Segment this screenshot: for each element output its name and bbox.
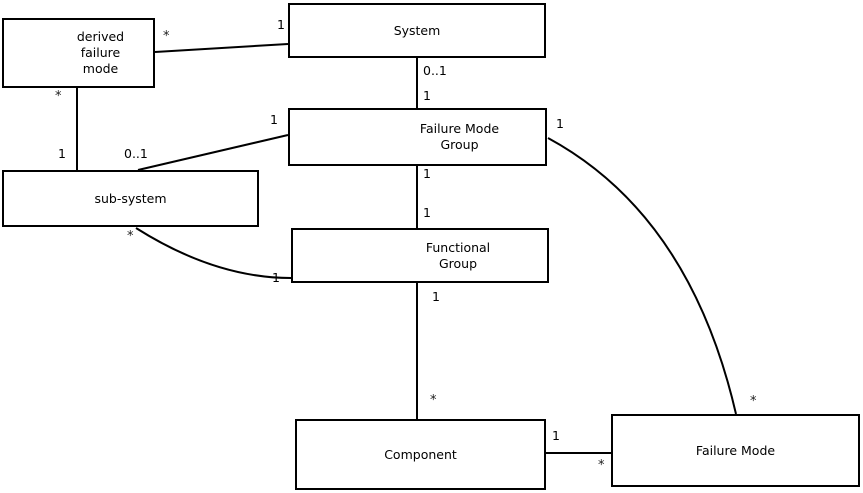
multiplicity-dfm-to-system-source: *	[163, 29, 170, 44]
multiplicity-dfm-to-system-target: 1	[277, 17, 285, 32]
multiplicity-system-to-fmg-target: 1	[423, 88, 431, 103]
association-line-sub-system--failure-mode-group[interactable]	[137, 134, 289, 171]
multiplicity-subsystem-to-fmg-source: 0..1	[124, 146, 148, 161]
class-box-label-derived-failure-mode: derived failure mode	[76, 29, 125, 76]
multiplicity-system-to-fmg-source: 0..1	[423, 63, 447, 78]
multiplicity-dfm-to-subsystem-source: *	[55, 89, 62, 104]
association-line-derived-failure-mode--system[interactable]	[154, 43, 289, 53]
multiplicity-fmg-to-fg-target: 1	[423, 205, 431, 220]
class-box-component[interactable]: Component	[295, 419, 546, 490]
multiplicity-fmg-to-fm-target: *	[750, 394, 757, 409]
multiplicity-fg-to-component-source: 1	[432, 289, 440, 304]
association-line-failure-mode-group--failure-mode[interactable]	[547, 137, 737, 415]
multiplicity-subsystem-to-fg-target: 1	[272, 270, 280, 285]
multiplicity-subsystem-to-fmg-target: 1	[270, 112, 278, 127]
multiplicity-subsystem-to-fg-source: *	[127, 229, 134, 244]
class-box-label-system: System	[393, 22, 441, 38]
association-lines	[76, 43, 737, 454]
class-box-functional-group[interactable]: Functional Group	[291, 228, 549, 283]
class-box-sub-system[interactable]: sub-system	[2, 170, 259, 227]
class-box-label-failure-mode: Failure Mode	[695, 442, 776, 458]
multiplicity-component-to-fm-target: *	[598, 458, 605, 473]
multiplicity-fmg-to-fg-source: 1	[423, 166, 431, 181]
multiplicity-dfm-to-subsystem-target: 1	[58, 146, 66, 161]
association-line-sub-system--functional-group[interactable]	[135, 227, 292, 279]
multiplicity-fmg-to-fm-source: 1	[556, 116, 564, 131]
multiplicity-component-to-fm-source: 1	[552, 428, 560, 443]
class-box-derived-failure-mode[interactable]: derived failure mode	[2, 18, 155, 88]
class-box-system[interactable]: System	[288, 3, 546, 58]
class-box-failure-mode-group[interactable]: Failure Mode Group	[288, 108, 547, 166]
class-box-label-functional-group: Functional Group	[425, 239, 491, 271]
class-box-label-component: Component	[384, 446, 457, 462]
class-box-label-sub-system: sub-system	[94, 190, 167, 206]
class-box-failure-mode[interactable]: Failure Mode	[611, 414, 860, 487]
multiplicity-fg-to-component-target: *	[430, 393, 437, 408]
